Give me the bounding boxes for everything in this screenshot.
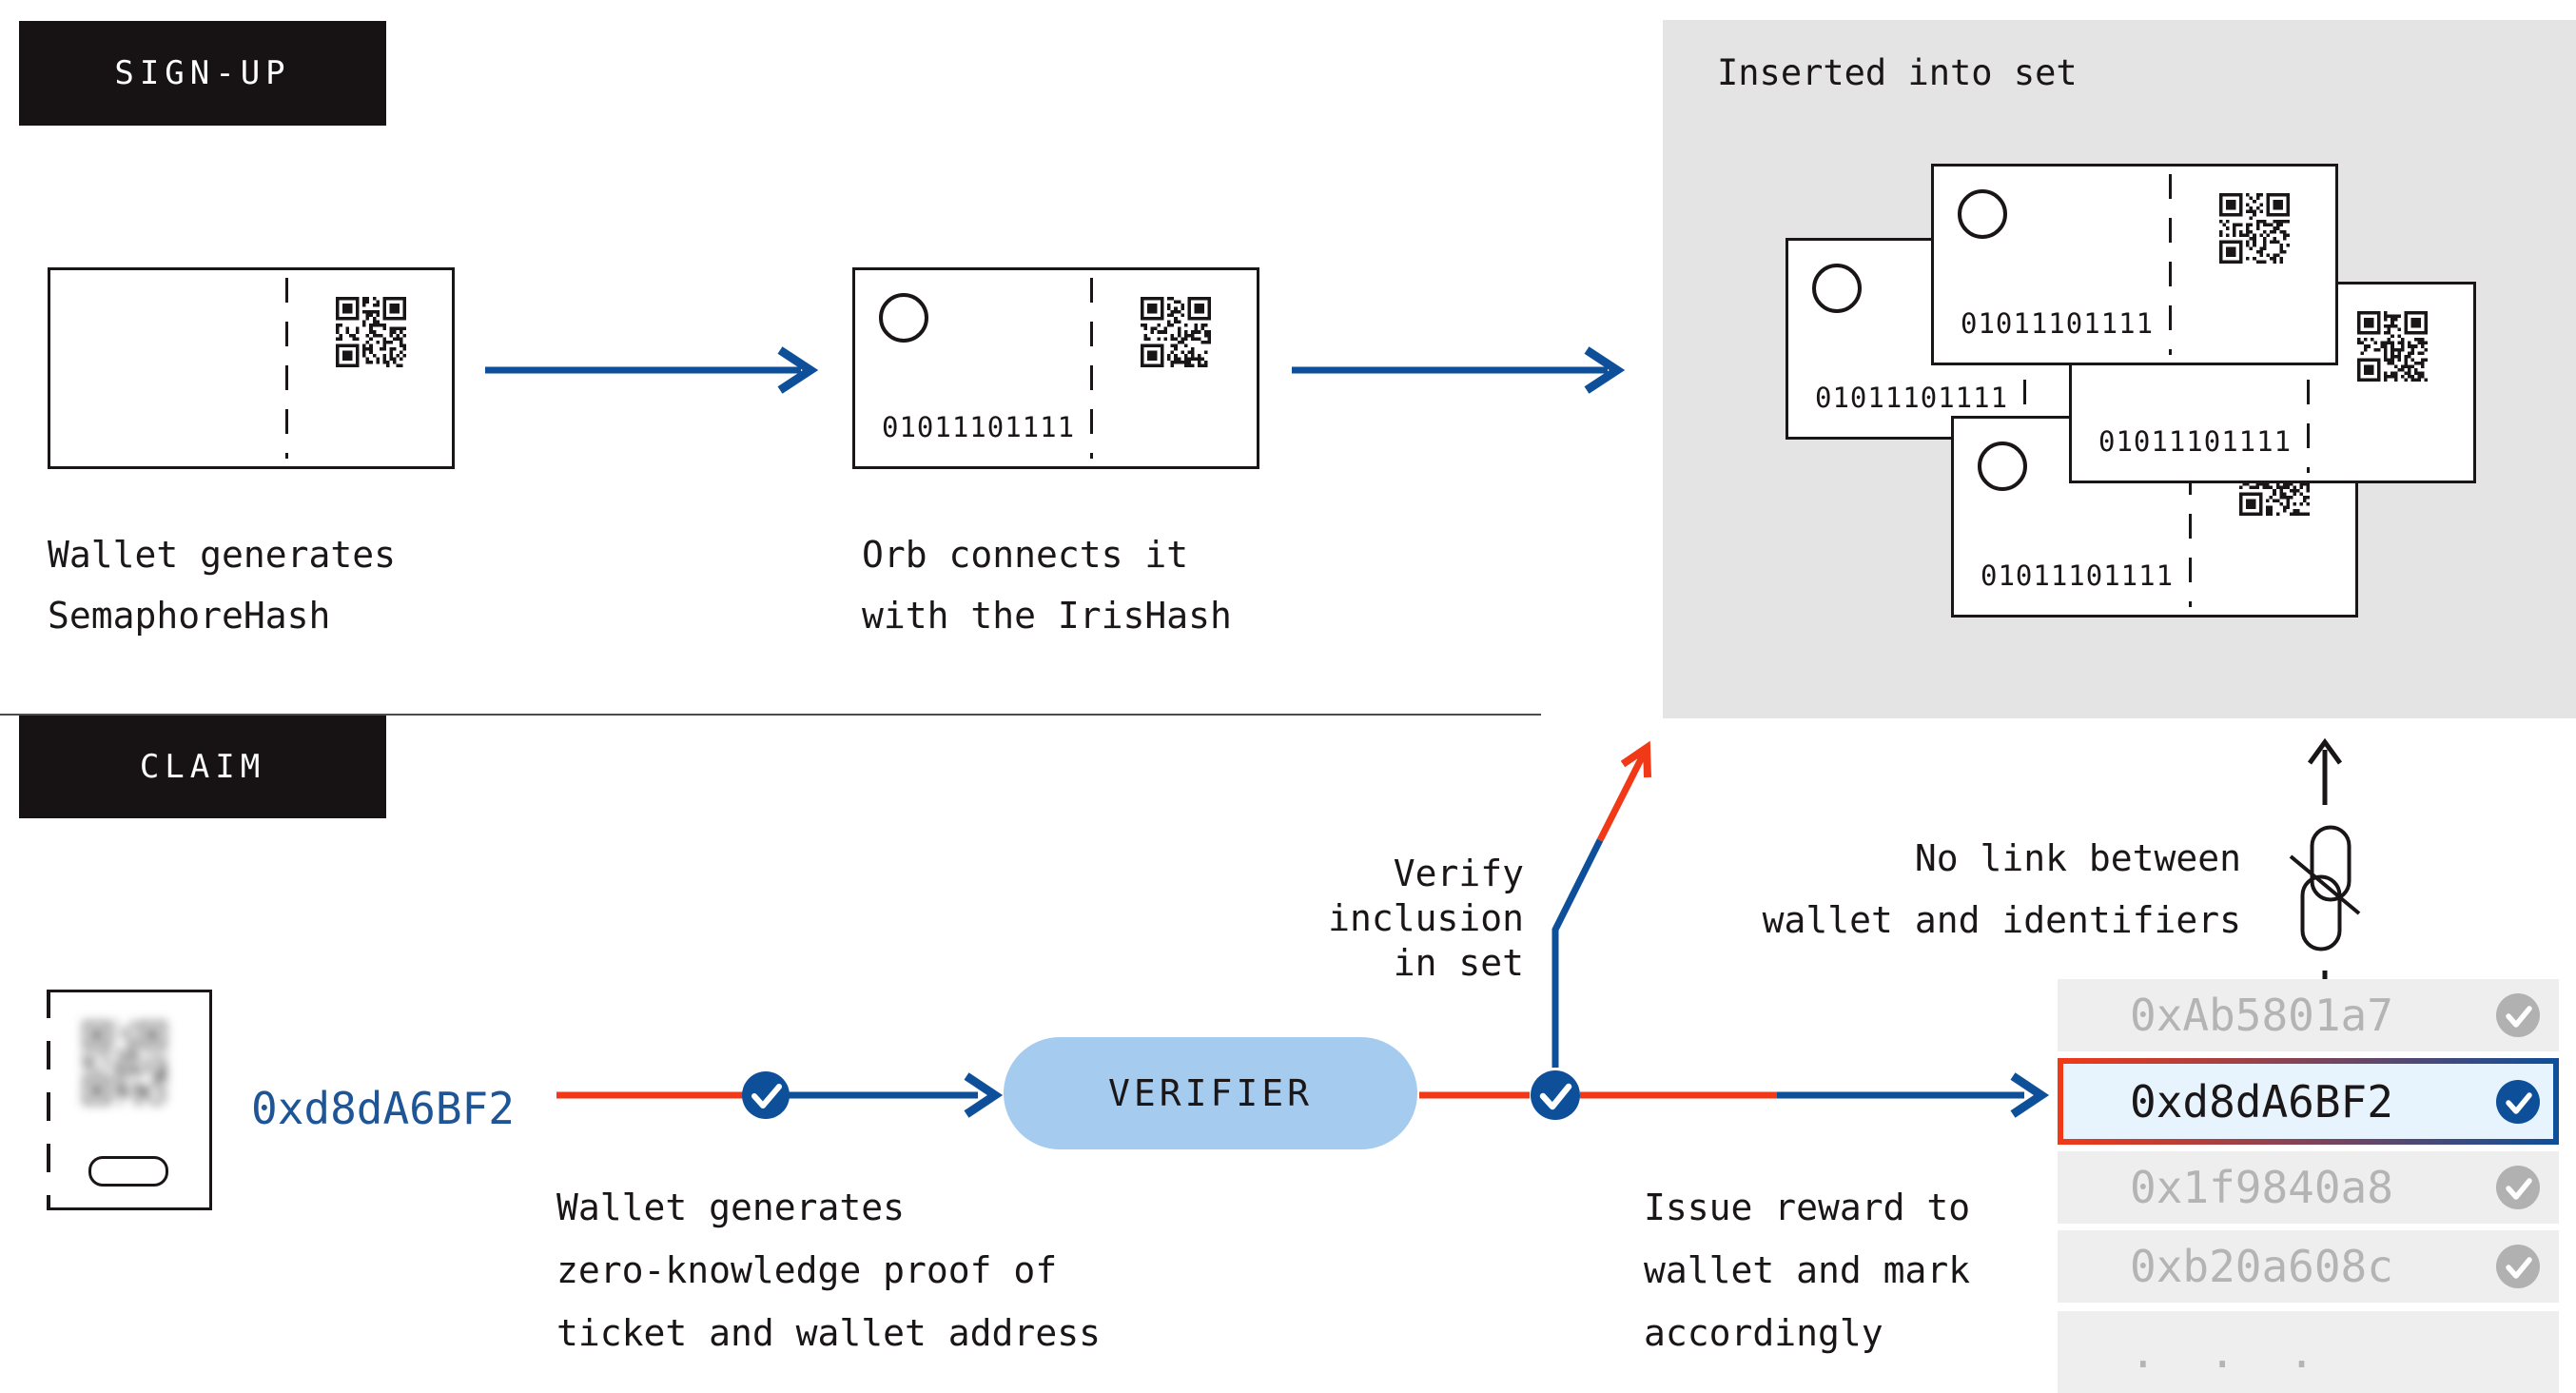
check-icon	[2496, 993, 2540, 1037]
check-icon	[2496, 1166, 2540, 1209]
ticket-perforation	[2189, 426, 2192, 607]
punch-hole-icon	[1812, 264, 1862, 313]
ticket-binary: 01011101111	[2098, 425, 2293, 458]
qr-code-icon	[2219, 193, 2290, 264]
inserted-set-title: Inserted into set	[1717, 52, 2078, 93]
to-verifier-arrowhead	[964, 1072, 1004, 1118]
claim-section-label: CLAIM	[19, 716, 386, 818]
registry-row: 0xb20a608c	[2058, 1230, 2559, 1303]
broken-link-icon	[2289, 825, 2361, 952]
registry-row: 0x1f9840a8	[2058, 1151, 2559, 1224]
issue-reward-caption: Issue reward to wallet and mark accordin…	[1644, 1187, 1971, 1354]
punch-hole-icon	[1958, 189, 2007, 239]
registry-ellipsis: . . .	[2130, 1326, 2329, 1378]
set-ticket: 01011101111	[1931, 164, 2338, 365]
inclusion-arrowhead	[1620, 740, 1651, 778]
qr-code-icon	[336, 297, 406, 367]
wallet-address: 0xd8dA6BF2	[251, 1083, 515, 1134]
no-link-caption: No link between wallet and identifiers	[1762, 837, 2241, 941]
verifier-label: VERIFIER	[1107, 1072, 1314, 1114]
orb-connects-caption: Orb connects it with the IrisHash	[862, 534, 1232, 637]
registry-row: 0xAb5801a7	[2058, 979, 2559, 1051]
qr-code-icon	[1141, 297, 1211, 367]
registry-address: 0x1f9840a8	[2130, 1162, 2393, 1213]
registry-address: 0xAb5801a7	[2130, 990, 2393, 1041]
ticket-perforation	[2169, 174, 2172, 355]
up-arrow-icon	[2307, 737, 2343, 805]
checkmark-icon	[1531, 1070, 1580, 1120]
arrow-orb-to-set	[1292, 346, 1626, 394]
checkmark-icon	[742, 1071, 790, 1119]
iris-ticket: 01011101111	[852, 267, 1259, 469]
check-icon	[2496, 1245, 2540, 1288]
verify-inclusion-caption: Verify inclusion in set	[1328, 853, 1524, 984]
inclusion-branch-blue	[1551, 838, 1604, 1068]
semaphore-ticket	[48, 267, 455, 469]
ticket-binary: 01011101111	[1981, 559, 2175, 592]
signup-label-text: SIGN-UP	[114, 54, 291, 92]
punch-hole-icon	[1978, 441, 2027, 491]
ticket-binary: 01011101111	[882, 411, 1076, 443]
inclusion-branch-red	[1596, 750, 1649, 842]
claim-ticket-dashed-edge	[47, 990, 50, 1210]
zk-proof-caption: Wallet generates zero-knowledge proof of…	[556, 1187, 1101, 1354]
claim-ticket-stub	[47, 990, 212, 1210]
ticket-perforation	[285, 278, 288, 459]
ticket-slot-icon	[88, 1156, 168, 1187]
ticket-binary: 01011101111	[1961, 307, 2155, 340]
arrow-wallet-to-orb	[485, 346, 819, 394]
ticket-perforation	[1090, 278, 1093, 459]
registry-address: 0xd8dA6BF2	[2130, 1075, 2393, 1128]
registry-row: 0xd8dA6BF2	[2058, 1058, 2559, 1145]
blurred-qr-icon	[83, 1021, 166, 1105]
registry-row: . . .	[2058, 1311, 2559, 1393]
identifier-registry: 0xAb5801a7 0xd8dA6BF2 0x1f9840a8 0xb20a608c…	[2058, 979, 2559, 1393]
ticket-perforation	[2307, 292, 2310, 473]
signup-section-label: SIGN-UP	[19, 21, 386, 126]
ticket-binary: 01011101111	[1815, 382, 2009, 414]
wallet-generates-caption: Wallet generates SemaphoreHash	[48, 534, 397, 637]
registry-address: 0xb20a608c	[2130, 1241, 2393, 1292]
qr-code-icon	[2357, 311, 2428, 382]
verifier-node: VERIFIER	[1004, 1037, 1417, 1149]
to-registry-arrowhead	[2010, 1072, 2050, 1118]
check-icon	[2496, 1079, 2540, 1124]
punch-hole-icon	[879, 293, 928, 343]
claim-label-text: CLAIM	[139, 748, 266, 786]
